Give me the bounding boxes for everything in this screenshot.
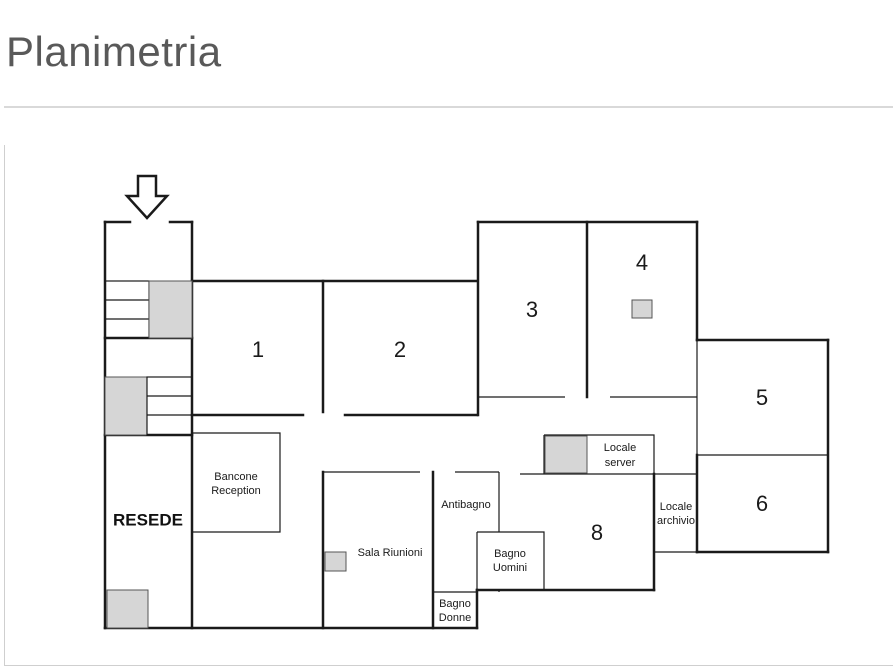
bancone-reception-label-line1: Bancone bbox=[214, 471, 257, 483]
page-title: Planimetria bbox=[6, 28, 222, 75]
room-5-label: 5 bbox=[756, 385, 768, 410]
stairs-lower bbox=[104, 376, 193, 436]
room-1-label: 1 bbox=[252, 337, 264, 362]
interior-walls bbox=[103, 220, 828, 630]
stairs-upper bbox=[104, 280, 193, 339]
sala-riunioni-label: Sala Riunioni bbox=[358, 547, 423, 559]
locale-archivio-label-line1: Locale bbox=[660, 501, 692, 513]
antibagno-label: Antibagno bbox=[441, 499, 491, 511]
resede-label: RESEDE bbox=[113, 510, 183, 529]
room-8-label: 8 bbox=[591, 520, 603, 545]
locale-server-label-line1: Locale bbox=[604, 442, 636, 454]
bancone-reception-label-line2: Reception bbox=[211, 485, 261, 497]
fixture-sala-riunioni bbox=[324, 551, 347, 572]
fixture-resede bbox=[106, 589, 149, 629]
bagno-uomini-label-line2: Uomini bbox=[493, 562, 527, 574]
room-3-label: 3 bbox=[526, 297, 538, 322]
room-6-label: 6 bbox=[756, 491, 768, 516]
title-divider bbox=[4, 106, 893, 108]
entrance-down-arrow-icon bbox=[124, 174, 170, 220]
locale-server-label-line2: server bbox=[605, 457, 636, 469]
floor-plan-frame bbox=[4, 145, 893, 666]
bagno-donne-label-line2: Donne bbox=[439, 612, 471, 624]
bagno-donne-label-line1: Bagno bbox=[439, 598, 471, 610]
bagno-uomini-label-line1: Bagno bbox=[494, 548, 526, 560]
room-4-label: 4 bbox=[636, 250, 648, 275]
fixture-locale-server bbox=[544, 435, 588, 474]
fixture-room-4 bbox=[631, 299, 653, 319]
locale-archivio-label-line2: archivio bbox=[657, 515, 695, 527]
room-2-label: 2 bbox=[394, 337, 406, 362]
exterior-walls bbox=[103, 220, 830, 630]
